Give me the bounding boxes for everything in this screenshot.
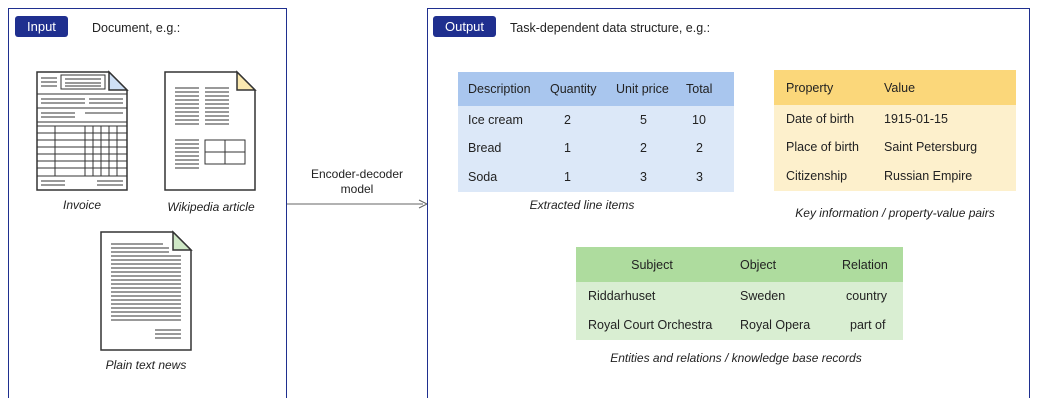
table-row: Bread 1 2 2 bbox=[458, 134, 734, 162]
table-cell: Place of birth bbox=[786, 140, 859, 154]
table-cell: 2 bbox=[696, 141, 703, 155]
table-cell: Sweden bbox=[740, 289, 786, 303]
line-items-table: Description Quantity Unit price Total Ic… bbox=[458, 72, 734, 192]
table-cell: Riddarhuset bbox=[588, 289, 656, 303]
key-info-caption: Key information / property-value pairs bbox=[795, 206, 995, 220]
table-row: Place of birth Saint Petersburg bbox=[774, 133, 1016, 161]
wikipedia-caption: Wikipedia article bbox=[167, 200, 255, 214]
table-cell: Soda bbox=[468, 170, 498, 184]
table-header-cell: Quantity bbox=[550, 82, 597, 96]
table-header-cell: Relation bbox=[842, 257, 888, 272]
table-cell: Bread bbox=[468, 141, 502, 155]
table-cell: part of bbox=[850, 318, 886, 332]
table-header-row: Subject Object Relation bbox=[576, 247, 903, 282]
table-header-cell: Object bbox=[740, 257, 777, 272]
input-tag: Input bbox=[15, 16, 68, 37]
table-cell: 1915-01-15 bbox=[884, 112, 948, 126]
arrow-label: Encoder-decoder model bbox=[292, 167, 422, 197]
arrow-label-line1: Encoder-decoder bbox=[310, 167, 404, 181]
text-document-icon bbox=[100, 230, 193, 351]
table-header-cell: Value bbox=[884, 80, 916, 95]
table-cell: 1 bbox=[564, 141, 571, 155]
line-items-caption: Extracted line items bbox=[529, 198, 635, 212]
article-document-icon bbox=[164, 70, 257, 191]
table-row: Riddarhuset Sweden country bbox=[576, 282, 903, 310]
table-cell: 3 bbox=[640, 170, 647, 184]
output-subtitle: Task-dependent data structure, e.g.: bbox=[510, 21, 711, 35]
arrow-label-line2: model bbox=[340, 182, 374, 196]
table-cell: Citizenship bbox=[786, 169, 848, 183]
table-cell: Ice cream bbox=[468, 113, 523, 127]
table-header-cell: Subject bbox=[631, 257, 673, 272]
table-cell: 10 bbox=[692, 113, 706, 127]
table-row: Ice cream 2 5 10 bbox=[458, 106, 734, 134]
table-header-cell: Unit price bbox=[616, 82, 669, 96]
output-panel bbox=[427, 8, 1030, 398]
table-cell: Royal Court Orchestra bbox=[588, 318, 713, 332]
table-cell: Russian Empire bbox=[884, 169, 973, 183]
table-header-cell: Total bbox=[686, 82, 713, 96]
input-panel bbox=[8, 8, 287, 398]
table-cell: 5 bbox=[640, 113, 647, 127]
table-cell: country bbox=[846, 289, 887, 303]
table-header-row: Property Value bbox=[774, 70, 1016, 105]
invoice-document-icon bbox=[36, 70, 129, 191]
table-cell: Saint Petersburg bbox=[884, 140, 978, 154]
table-cell: Royal Opera bbox=[740, 318, 811, 332]
table-header-cell: Property bbox=[786, 80, 834, 95]
table-cell: 2 bbox=[564, 113, 571, 127]
table-cell: 2 bbox=[640, 141, 647, 155]
flow-arrow bbox=[287, 199, 429, 209]
table-row: Citizenship Russian Empire bbox=[774, 161, 1016, 191]
table-cell: 3 bbox=[696, 170, 703, 184]
table-header-row: Description Quantity Unit price Total bbox=[458, 72, 734, 106]
key-info-table: Property Value Date of birth 1915-01-15 … bbox=[774, 70, 1016, 191]
table-row: Soda 1 3 3 bbox=[458, 162, 734, 192]
input-subtitle: Document, e.g.: bbox=[92, 21, 181, 35]
invoice-caption: Invoice bbox=[62, 198, 102, 212]
news-caption: Plain text news bbox=[105, 358, 187, 372]
table-cell: 1 bbox=[564, 170, 571, 184]
relations-caption: Entities and relations / knowledge base … bbox=[610, 351, 862, 365]
output-tag: Output bbox=[433, 16, 497, 37]
table-header-cell: Description bbox=[468, 82, 531, 96]
relations-table: Subject Object Relation Riddarhuset Swed… bbox=[576, 247, 903, 340]
table-row: Date of birth 1915-01-15 bbox=[774, 105, 1016, 133]
table-row: Royal Court Orchestra Royal Opera part o… bbox=[576, 310, 903, 340]
table-cell: Date of birth bbox=[786, 112, 855, 126]
